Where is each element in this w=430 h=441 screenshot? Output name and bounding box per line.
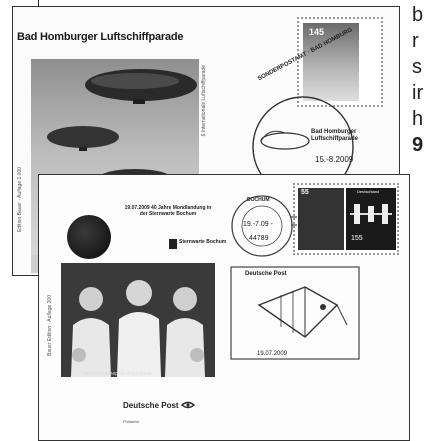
postmark-circle-icon [231,195,297,257]
postmark-line-a: Bad Homburger [311,129,357,135]
postmark-line-b: Luftschiffparade [311,136,359,142]
postmark-city: BOCHUM [247,197,270,203]
stamp-image-right [346,188,396,250]
stamp-value-1: 55 [301,189,309,196]
cut-text-line: s [412,56,422,78]
cachet-title: Deutsche Post [245,271,287,277]
cut-text-line: h [412,108,424,130]
postmark-zip: 44789 [249,235,269,242]
side-caption: 6.Internationale Luftschiffparade [201,65,207,137]
postcard-mondlandung: 19.07.2009 40 Jahre Mondlandung in der S… [38,174,410,441]
deutsche-post-logo: Deutsche Post [123,401,195,410]
side-edition-text: Edition Bauer · Auflage 1.000 [17,167,23,233]
cut-text-line: ir [412,82,424,104]
postage-stamp: 55 155 Deutschland [293,183,399,255]
astronauts-photo [61,263,215,377]
logo-text: Deutsche Post [123,401,179,410]
mission-patch-icon [67,215,111,259]
philatelie-text: Philatelie [123,419,140,424]
event-text: 19.07.2009 40 Jahre Mondlandung in der S… [124,205,212,217]
side-edition-text: Bauer Edition · Auflage 200 [47,295,53,356]
stamp-image-left [298,188,344,250]
stamp-value-2: 155 [351,235,363,242]
cut-text-line: b [412,4,424,26]
cut-text-line: r [412,30,419,52]
sternwarte-logo-icon [169,239,177,249]
posthorn-icon [180,402,195,409]
sternwarte-label: Sternwarte Bochum [179,239,227,245]
cut-text-line: 9 [412,134,424,156]
stamp-value: 145 [309,27,325,37]
postmark-date: 19.-7.09 - [243,221,273,228]
postage-stamp: 145 [297,17,383,107]
stamp-country: Deutschland [357,189,380,194]
web-url: www.deutschepost.de/philatelie [83,371,153,377]
apollo-capsule-cachet-icon [230,266,360,360]
card-title: Bad Homburger Luftschiffparade [17,31,184,43]
postmark-date: 15.-8.2009 [315,155,354,164]
astronauts-illustration [61,263,215,377]
stamp-image [303,23,359,101]
space-station-icon [350,204,392,224]
cachet-date: 19.07.2009 [257,351,288,357]
